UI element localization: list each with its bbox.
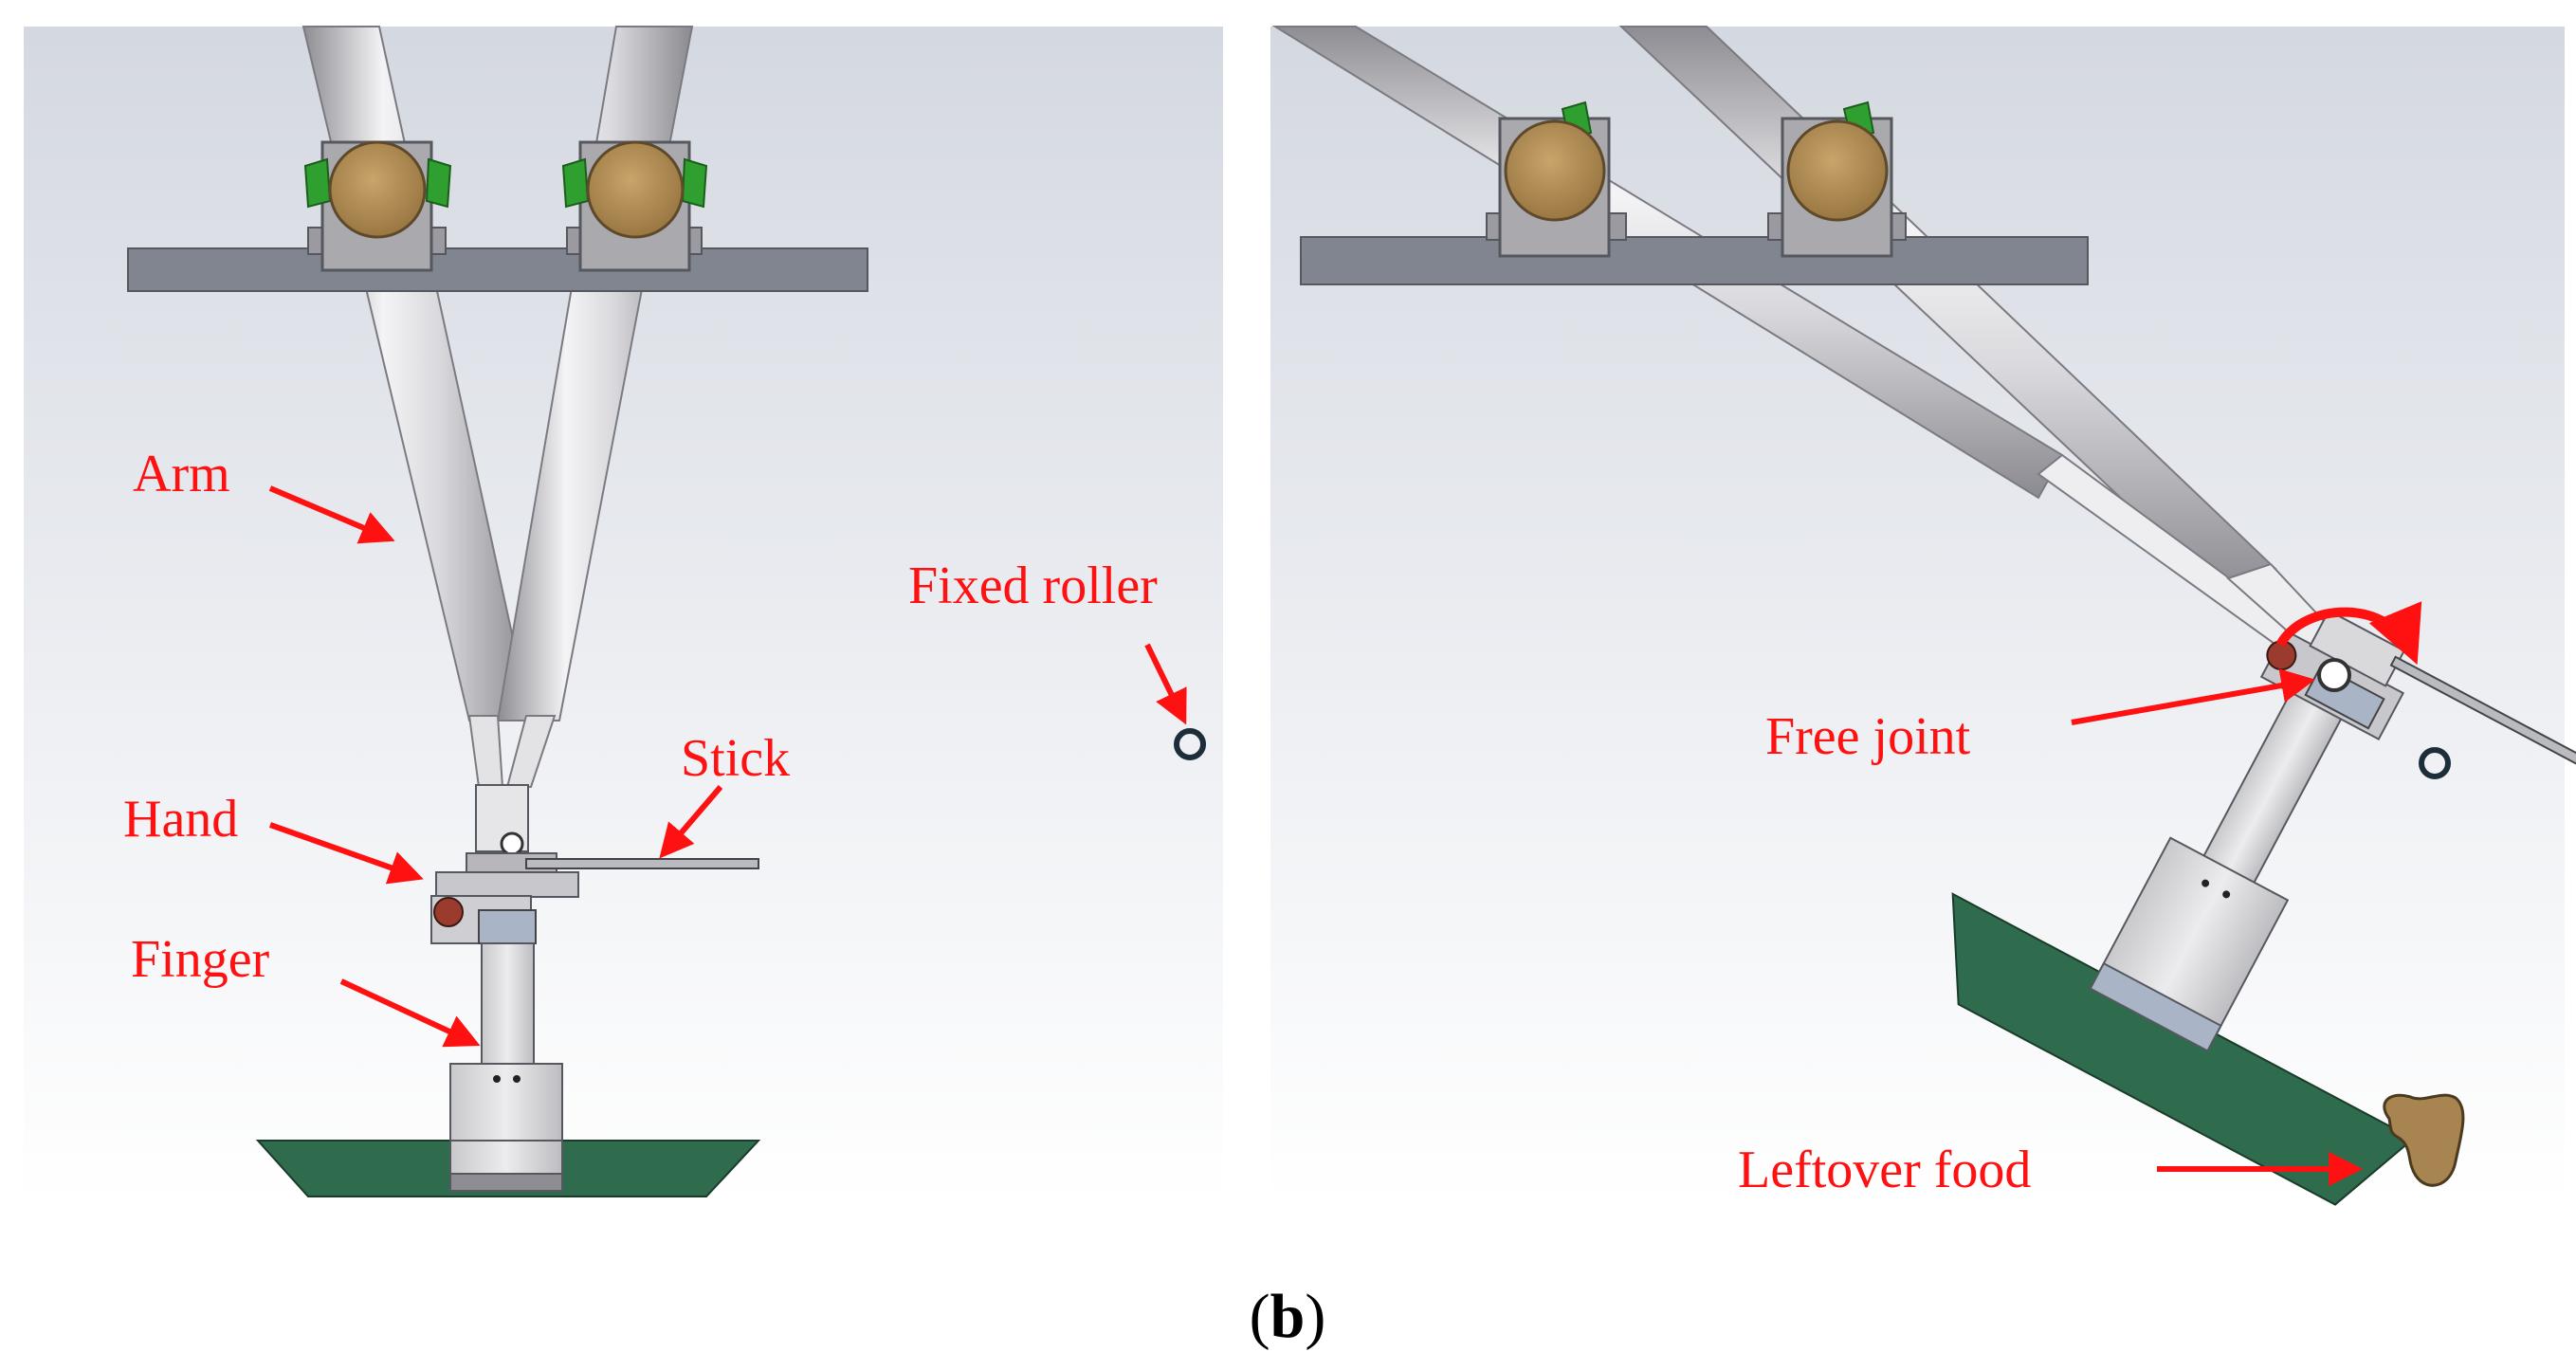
arrow-free-joint xyxy=(2071,668,2316,725)
right-top-beam xyxy=(1300,236,2089,285)
left-finger xyxy=(255,942,761,1197)
arrow-arm xyxy=(268,485,395,544)
left-hand-mechanism xyxy=(430,784,759,944)
label-finger: Finger xyxy=(131,930,270,989)
right-roller-2 xyxy=(1767,100,1907,258)
rotation-arrow xyxy=(2275,601,2422,666)
left-stick xyxy=(525,858,759,869)
arrow-fixed-roller xyxy=(1144,643,1187,725)
right-fixed-roller xyxy=(2419,747,2451,779)
right-annotations: Free joint Leftover food xyxy=(1738,668,2364,1199)
left-roller-2 xyxy=(561,140,708,272)
left-roller-1 xyxy=(303,140,452,272)
label-fixed-roller: Fixed roller xyxy=(908,557,1158,615)
label-leftover-food: Leftover food xyxy=(1738,1141,2031,1199)
left-annotations: Arm Fixed roller Stick Hand Finger xyxy=(123,445,1187,1048)
label-hand: Hand xyxy=(123,790,238,849)
arrow-finger xyxy=(339,978,481,1048)
right-roller-1 xyxy=(1486,100,1627,258)
arrow-stick xyxy=(659,785,723,859)
right-blade xyxy=(1951,892,2416,1206)
left-top-beam xyxy=(127,247,868,292)
label-free-joint: Free joint xyxy=(1765,707,1971,766)
leftover-food-blob xyxy=(2383,1093,2465,1187)
figure-caption: (b) xyxy=(1250,1282,1326,1351)
label-stick: Stick xyxy=(681,729,790,788)
right-panel: Free joint Leftover food xyxy=(1270,26,2576,1206)
left-fixed-roller xyxy=(1174,728,1206,760)
right-free-joint xyxy=(2317,658,2351,692)
left-panel: Arm Fixed roller Stick Hand Finger xyxy=(24,26,1223,1202)
label-arm: Arm xyxy=(133,445,230,503)
arrow-hand xyxy=(268,822,424,885)
